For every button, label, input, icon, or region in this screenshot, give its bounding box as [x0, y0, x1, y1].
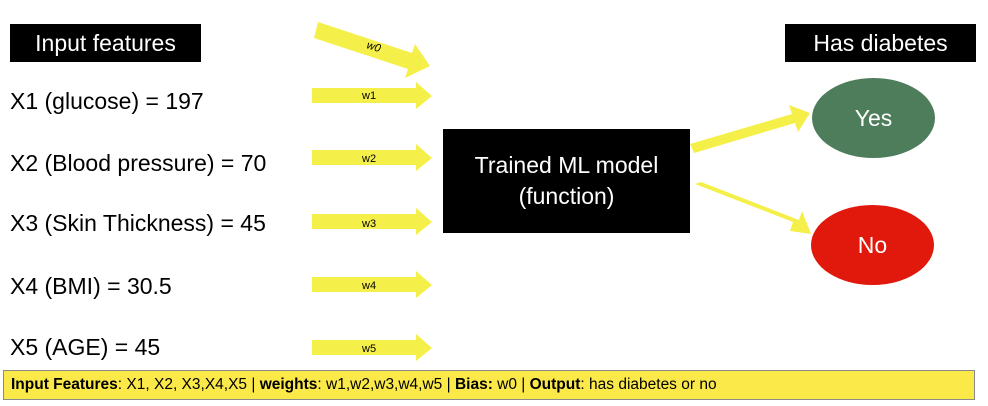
legend-key-weights: weights: [259, 376, 318, 393]
weight-arrow-w2: w2: [312, 144, 432, 171]
feature-x5-label: X5 (AGE) = 45: [10, 334, 161, 360]
arrow-to-no: [695, 182, 811, 234]
weight-label-w0: w0: [365, 39, 383, 55]
legend-key-bias: Bias:: [454, 376, 493, 393]
arrow-shape: [312, 271, 432, 298]
feature-x2-label: X2 (Blood pressure) = 70: [10, 150, 267, 176]
weight-arrow-w3: w3: [312, 208, 432, 235]
arrow-shape: [312, 82, 432, 109]
legend-bar: Input Features: X1, X2, X3,X4,X5 | weigh…: [3, 370, 975, 400]
bias-arrow: w0: [314, 22, 430, 78]
arrow-shape: [312, 144, 432, 171]
model-title: Trained ML model: [474, 152, 659, 178]
weight-arrow-w5: w5: [312, 334, 432, 361]
weight-label-w1: w1: [361, 90, 376, 102]
weight-label-w2: w2: [361, 153, 376, 165]
weight-label-w4: w4: [361, 280, 376, 292]
trained-model-box: Trained ML model (function): [443, 129, 690, 233]
input-features-header: Input features: [10, 24, 201, 62]
legend-key-features: Input Features: [11, 376, 118, 393]
legend-value-weights: : w1,w2,w3,w4,w5 |: [317, 376, 455, 393]
arrow-shape: [312, 334, 432, 361]
weight-label-w5: w5: [361, 343, 376, 355]
yes-output-node: Yes: [812, 78, 935, 158]
legend-value-output: : has diabetes or no: [580, 376, 717, 393]
bias-arrow-shape: [314, 22, 430, 78]
weight-label-w3: w3: [361, 218, 376, 230]
feature-x1-label: X1 (glucose) = 197: [10, 88, 204, 114]
arrow-shape: [312, 208, 432, 235]
feature-x3-label: X3 (Skin Thickness) = 45: [10, 210, 266, 236]
weight-arrow-w1: w1: [312, 82, 432, 109]
model-subtitle: (function): [518, 183, 615, 209]
legend-value-bias: w0 |: [492, 376, 530, 393]
no-output-node: No: [811, 205, 934, 285]
legend-value-features: : X1, X2, X3,X4,X5 |: [117, 376, 260, 393]
has-diabetes-header: Has diabetes: [785, 24, 976, 62]
legend-key-output: Output: [529, 376, 581, 393]
arrow-to-yes: [690, 105, 810, 153]
feature-x4-label: X4 (BMI) = 30.5: [10, 273, 172, 299]
weight-arrow-w4: w4: [312, 271, 432, 298]
